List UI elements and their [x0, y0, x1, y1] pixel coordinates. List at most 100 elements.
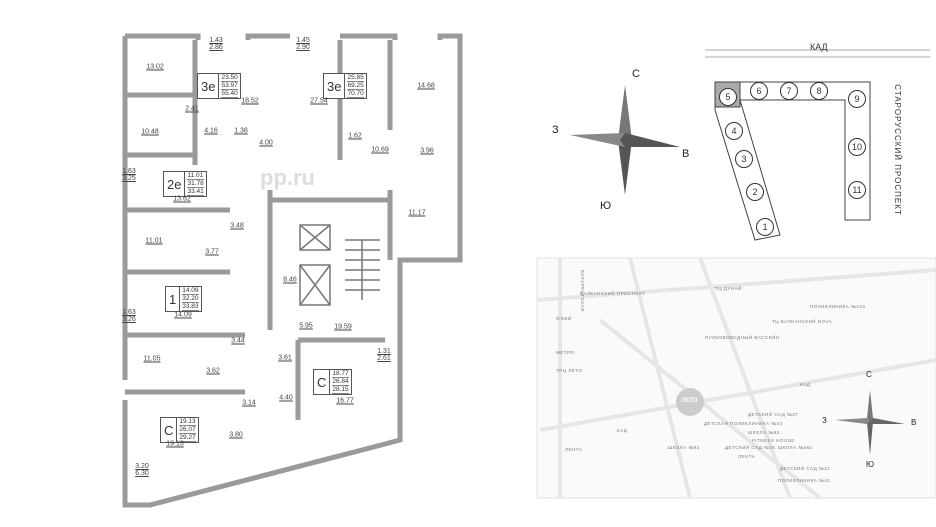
area: 19.13 — [179, 418, 196, 426]
area: 2.61 — [377, 355, 391, 362]
map-label: О'КЕЙ — [556, 316, 572, 321]
apt-type: 3е — [324, 74, 346, 98]
area: 18.77 — [332, 370, 349, 378]
area: 3.20 — [135, 463, 149, 470]
map-label: ШКОЛА №93 — [748, 430, 780, 435]
compass-west: З — [822, 416, 827, 425]
room-area: 14.09 — [174, 311, 192, 319]
section-3[interactable]: 3 — [735, 150, 753, 168]
room-area: 1.38 — [234, 127, 248, 135]
compass-west: З — [552, 124, 559, 136]
area: 29.27 — [179, 434, 196, 442]
room-area: 10.48 — [141, 128, 159, 136]
map-label: ПОЛИКЛИНИКА №104 — [810, 304, 866, 309]
compass-rose-icon — [570, 85, 680, 195]
room-area: 13.02 — [146, 63, 164, 71]
room-area: 18.52 — [241, 97, 259, 105]
compass-north: С — [632, 68, 640, 80]
map-label: ЛЕНТА — [738, 454, 756, 459]
map-label: ДЕТСКИЙ САД №37 — [748, 412, 799, 417]
room-area: 3.61 — [278, 354, 292, 362]
map-label: КАД — [617, 428, 628, 433]
room-area: 3.44 — [231, 337, 245, 345]
area: 2.86 — [209, 44, 223, 51]
map-label: ПУЛКОВОВОДНЫЙ БАССЕЙН — [705, 335, 780, 340]
room-area: 3.48 — [230, 222, 244, 230]
section-1[interactable]: 1 — [756, 218, 774, 236]
area: 25.85 — [347, 74, 364, 82]
apt-type: 2е — [164, 172, 186, 196]
section-9[interactable]: 9 — [848, 90, 866, 108]
watermark: pp.ru — [260, 165, 315, 190]
room-area: 14.68 — [417, 82, 435, 90]
area: 69.25 — [347, 82, 364, 90]
section-5[interactable]: 5 — [719, 88, 737, 106]
room-area: 13.62 — [173, 195, 191, 203]
room-area: 11.05 — [143, 355, 161, 363]
area: 55.40 — [221, 90, 238, 98]
section-6[interactable]: 6 — [750, 82, 768, 100]
map-label: ДЕТСКИЙ САД №21 — [780, 466, 831, 471]
room-area: 11.17 — [408, 209, 426, 217]
area: 3.26 — [122, 316, 136, 323]
map-label: ШКОЛА №461 — [778, 445, 813, 450]
map-label: ТЦ ДУНАЙ — [715, 286, 742, 291]
area: 2.90 — [296, 44, 310, 51]
section-10[interactable]: 10 — [848, 138, 866, 156]
map-label: ТЦ БАЛКАНСКИЙ NOVA — [772, 319, 833, 324]
room-area: 27.54 — [310, 97, 328, 105]
map-label: ШКОЛА №93 — [668, 445, 700, 450]
compass-east: В — [682, 148, 690, 160]
room-area: 19.13 — [166, 440, 184, 448]
room-area: 8.46 — [283, 276, 297, 284]
room-area: 3.77 — [205, 248, 219, 256]
area: 6.30 — [135, 470, 149, 477]
room-area: 3.96 — [420, 147, 434, 155]
apt-type: 1 — [166, 287, 181, 311]
apt-type: С — [314, 370, 331, 394]
section-8[interactable]: 8 — [810, 82, 828, 100]
area: 1.63 — [122, 309, 136, 316]
room-area: 3.14 — [242, 399, 256, 407]
map-label: ДЕТСКИЙ САД №48 — [725, 445, 776, 450]
section-2[interactable]: 2 — [746, 183, 764, 201]
map-label: МЕТРО — [556, 350, 575, 355]
map-label: ЛЕНТА — [565, 447, 583, 452]
area: 1.45 — [296, 37, 310, 44]
room-area: 16.77 — [336, 397, 354, 405]
area: 28.15 — [332, 386, 349, 394]
area: 1.63 — [122, 168, 136, 175]
area: 3.25 — [122, 175, 136, 182]
area: 33.83 — [182, 303, 199, 311]
section-4[interactable]: 4 — [725, 122, 743, 140]
street-label: СТАРОРУССКИЙ ПРОСПЕКТ — [893, 84, 902, 216]
road-label: КАД — [810, 42, 828, 52]
area: 33.41 — [187, 188, 204, 196]
area: 53.97 — [221, 82, 238, 90]
map-label: FITNESS HOUSE — [752, 438, 795, 443]
area: 31.78 — [187, 180, 204, 188]
section-7[interactable]: 7 — [780, 82, 798, 100]
compass-south: Ю — [600, 200, 612, 212]
map-label: ПОЛИКЛИНИКА №41 — [778, 478, 831, 483]
area: 1.43 — [209, 37, 223, 44]
apt-type: С — [161, 418, 178, 442]
area: 23.50 — [221, 74, 238, 82]
compass-south: Ю — [866, 460, 875, 469]
apt-type: 3е — [198, 74, 220, 98]
section-11[interactable]: 11 — [848, 181, 866, 199]
map-label: БАЛКАНСКИЙ ПРОСПЕКТ — [580, 291, 646, 296]
room-area: 5.95 — [299, 322, 313, 330]
area: 70.70 — [347, 90, 364, 98]
area: 26.07 — [179, 426, 196, 434]
